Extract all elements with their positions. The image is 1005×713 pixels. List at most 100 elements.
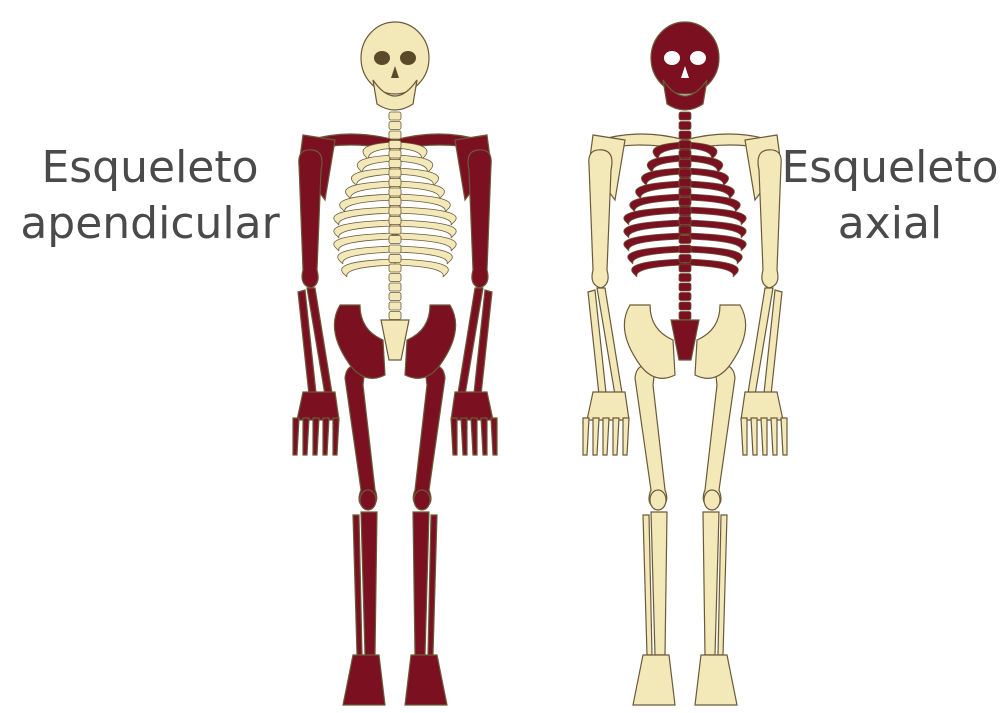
vertebra-16 bbox=[389, 255, 401, 263]
finger-left-1 bbox=[623, 418, 629, 455]
rib-right-10 bbox=[685, 259, 738, 277]
finger-right-2 bbox=[461, 418, 467, 455]
humerus-right bbox=[468, 150, 491, 288]
finger-left-5 bbox=[583, 418, 589, 455]
eye-socket-left bbox=[374, 51, 390, 65]
hip-bone-right bbox=[695, 305, 746, 378]
finger-left-5 bbox=[293, 418, 299, 455]
finger-right-1 bbox=[451, 418, 457, 455]
finger-left-3 bbox=[603, 418, 609, 455]
hand-right bbox=[451, 392, 493, 420]
finger-right-5 bbox=[781, 418, 787, 455]
finger-right-3 bbox=[471, 418, 477, 455]
vertebra-21 bbox=[389, 302, 401, 310]
vertebra-12 bbox=[679, 217, 691, 225]
hand-left bbox=[297, 392, 339, 420]
finger-left-3 bbox=[313, 418, 319, 455]
patella-left bbox=[360, 490, 376, 510]
humerus-left bbox=[299, 150, 322, 288]
finger-right-3 bbox=[761, 418, 767, 455]
vertebra-10 bbox=[389, 198, 401, 206]
foot-left bbox=[343, 655, 385, 705]
vertebra-8 bbox=[389, 179, 401, 187]
finger-left-1 bbox=[333, 418, 339, 455]
hand-right bbox=[741, 392, 783, 420]
vertebra-2 bbox=[389, 122, 401, 130]
vertebra-20 bbox=[679, 293, 691, 301]
vertebra-14 bbox=[679, 236, 691, 244]
vertebra-5 bbox=[389, 150, 401, 158]
vertebra-17 bbox=[389, 264, 401, 272]
axial-skeleton-figure bbox=[520, 0, 850, 713]
vertebra-15 bbox=[389, 245, 401, 253]
vertebra-18 bbox=[389, 274, 401, 282]
vertebra-21 bbox=[679, 302, 691, 310]
eye-socket-right bbox=[690, 51, 706, 65]
vertebra-18 bbox=[679, 274, 691, 282]
finger-right-4 bbox=[481, 418, 487, 455]
humerus-left bbox=[589, 150, 612, 288]
vertebra-12 bbox=[389, 217, 401, 225]
femur-right bbox=[413, 366, 445, 508]
finger-left-4 bbox=[593, 418, 599, 455]
appendicular-skeleton-figure bbox=[230, 0, 560, 713]
vertebra-6 bbox=[389, 160, 401, 168]
rib-right-10 bbox=[395, 259, 448, 277]
vertebra-22 bbox=[389, 312, 401, 320]
finger-left-4 bbox=[303, 418, 309, 455]
vertebra-11 bbox=[679, 207, 691, 215]
rib-left-10 bbox=[342, 259, 395, 277]
vertebra-9 bbox=[389, 188, 401, 196]
tibia-left bbox=[651, 512, 667, 655]
foot-left bbox=[633, 655, 675, 705]
vertebra-11 bbox=[389, 207, 401, 215]
finger-right-4 bbox=[771, 418, 777, 455]
skull bbox=[651, 22, 719, 94]
patella-right bbox=[414, 490, 430, 510]
finger-right-1 bbox=[741, 418, 747, 455]
finger-right-2 bbox=[751, 418, 757, 455]
patella-right bbox=[704, 490, 720, 510]
vertebra-13 bbox=[679, 226, 691, 234]
vertebra-6 bbox=[679, 160, 691, 168]
fibula-left bbox=[353, 515, 362, 655]
vertebra-9 bbox=[679, 188, 691, 196]
hip-bone-left bbox=[334, 305, 385, 378]
vertebra-20 bbox=[389, 293, 401, 301]
vertebra-15 bbox=[679, 245, 691, 253]
femur-left bbox=[635, 366, 667, 508]
vertebra-10 bbox=[679, 198, 691, 206]
fibula-left bbox=[643, 515, 652, 655]
vertebra-4 bbox=[679, 141, 691, 149]
tibia-right bbox=[413, 512, 429, 655]
hip-bone-right bbox=[405, 305, 456, 378]
vertebra-2 bbox=[679, 122, 691, 130]
sacrum bbox=[381, 320, 409, 360]
eye-socket-right bbox=[400, 51, 416, 65]
vertebra-14 bbox=[389, 236, 401, 244]
vertebra-1 bbox=[389, 112, 401, 120]
femur-right bbox=[703, 366, 735, 508]
skull bbox=[361, 22, 429, 94]
humerus-right bbox=[758, 150, 781, 288]
vertebra-4 bbox=[389, 141, 401, 149]
foot-right bbox=[695, 655, 737, 705]
finger-left-2 bbox=[613, 418, 619, 455]
patella-left bbox=[650, 490, 666, 510]
fibula-right bbox=[428, 515, 437, 655]
vertebra-1 bbox=[679, 112, 691, 120]
vertebra-22 bbox=[679, 312, 691, 320]
tibia-left bbox=[361, 512, 377, 655]
sacrum bbox=[671, 320, 699, 360]
vertebra-19 bbox=[389, 283, 401, 291]
vertebra-7 bbox=[389, 169, 401, 177]
hip-bone-left bbox=[624, 305, 675, 378]
tibia-right bbox=[703, 512, 719, 655]
vertebra-17 bbox=[679, 264, 691, 272]
foot-right bbox=[405, 655, 447, 705]
fibula-right bbox=[718, 515, 727, 655]
finger-right-5 bbox=[491, 418, 497, 455]
vertebra-7 bbox=[679, 169, 691, 177]
vertebra-3 bbox=[679, 131, 691, 139]
vertebra-3 bbox=[389, 131, 401, 139]
